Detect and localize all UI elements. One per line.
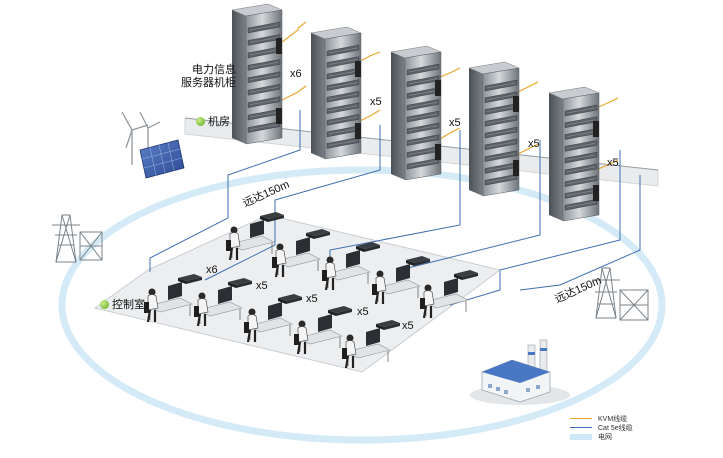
cabinet-count-3: x5 <box>449 117 461 129</box>
workstation-count-3: x5 <box>306 293 318 305</box>
cat5e-swatch-icon <box>570 427 592 428</box>
power-grid-ring <box>58 166 666 444</box>
machine-room-label: 机房 <box>196 113 230 129</box>
workstation-7 <box>194 278 252 327</box>
transmission-tower-left-icon <box>52 214 103 263</box>
cabinet-count-2: x5 <box>370 96 382 108</box>
server-cabinets <box>231 3 600 222</box>
grid-swatch-icon <box>570 433 592 440</box>
server-cabinet-1 <box>231 3 283 145</box>
transmission-tower-right-icon <box>592 267 649 321</box>
control-room-marker-icon <box>100 300 109 309</box>
control-room-label-text: 控制室 <box>112 299 145 311</box>
control-room-label: 控制室 <box>100 296 145 312</box>
workstation-3 <box>322 242 380 291</box>
server-cabinet-3 <box>390 45 442 181</box>
server-cabinet-4 <box>468 61 520 197</box>
cabinet-count-5: x5 <box>607 157 619 169</box>
workstation-1 <box>226 212 284 261</box>
machine-room-marker-icon <box>196 117 205 126</box>
legend-kvm-label: KVM线缆 <box>598 415 628 423</box>
workstation-count-4: x5 <box>357 306 369 318</box>
cabinet-title-line-1: 电力信息 <box>192 64 236 76</box>
kvm-cables <box>281 21 619 171</box>
workstations <box>144 212 478 369</box>
workstation-count-2: x5 <box>256 280 268 292</box>
cat5e-cables <box>149 110 641 306</box>
server-cabinet-2 <box>310 26 362 160</box>
workstation-count-5: x5 <box>402 320 414 332</box>
legend-cat5e-label: Cat 5e线缆 <box>598 424 633 432</box>
workstation-2 <box>272 229 330 278</box>
control-room-floor <box>93 214 502 373</box>
legend-item-grid: 电网 <box>570 432 633 441</box>
workstation-9 <box>294 306 352 355</box>
power-plant-icon <box>470 339 570 405</box>
cabinet-title-line-2: 服务器机柜 <box>181 77 236 89</box>
kvm-swatch-icon <box>570 418 592 419</box>
solar-panel-icon <box>139 139 185 179</box>
workstation-8 <box>244 294 302 343</box>
server-cabinet-5 <box>548 86 600 222</box>
legend-item-kvm: KVM线缆 <box>570 414 633 423</box>
legend-grid-label: 电网 <box>598 433 612 441</box>
cabinet-title: 电力信息 服务器机柜 <box>172 64 236 90</box>
wind-turbine-icon <box>121 111 161 165</box>
cabinet-count-4: x5 <box>528 138 540 150</box>
legend: KVM线缆 Cat 5e线缆 电网 <box>570 414 633 441</box>
cabinet-count-1: x6 <box>290 68 302 80</box>
workstation-10 <box>342 320 400 369</box>
workstation-6 <box>144 274 202 323</box>
workstation-4 <box>372 256 430 305</box>
legend-item-cat5e: Cat 5e线缆 <box>570 423 633 432</box>
machine-room-label-text: 机房 <box>208 116 230 128</box>
workstation-count-1: x6 <box>206 264 218 276</box>
workstation-5 <box>420 270 478 319</box>
